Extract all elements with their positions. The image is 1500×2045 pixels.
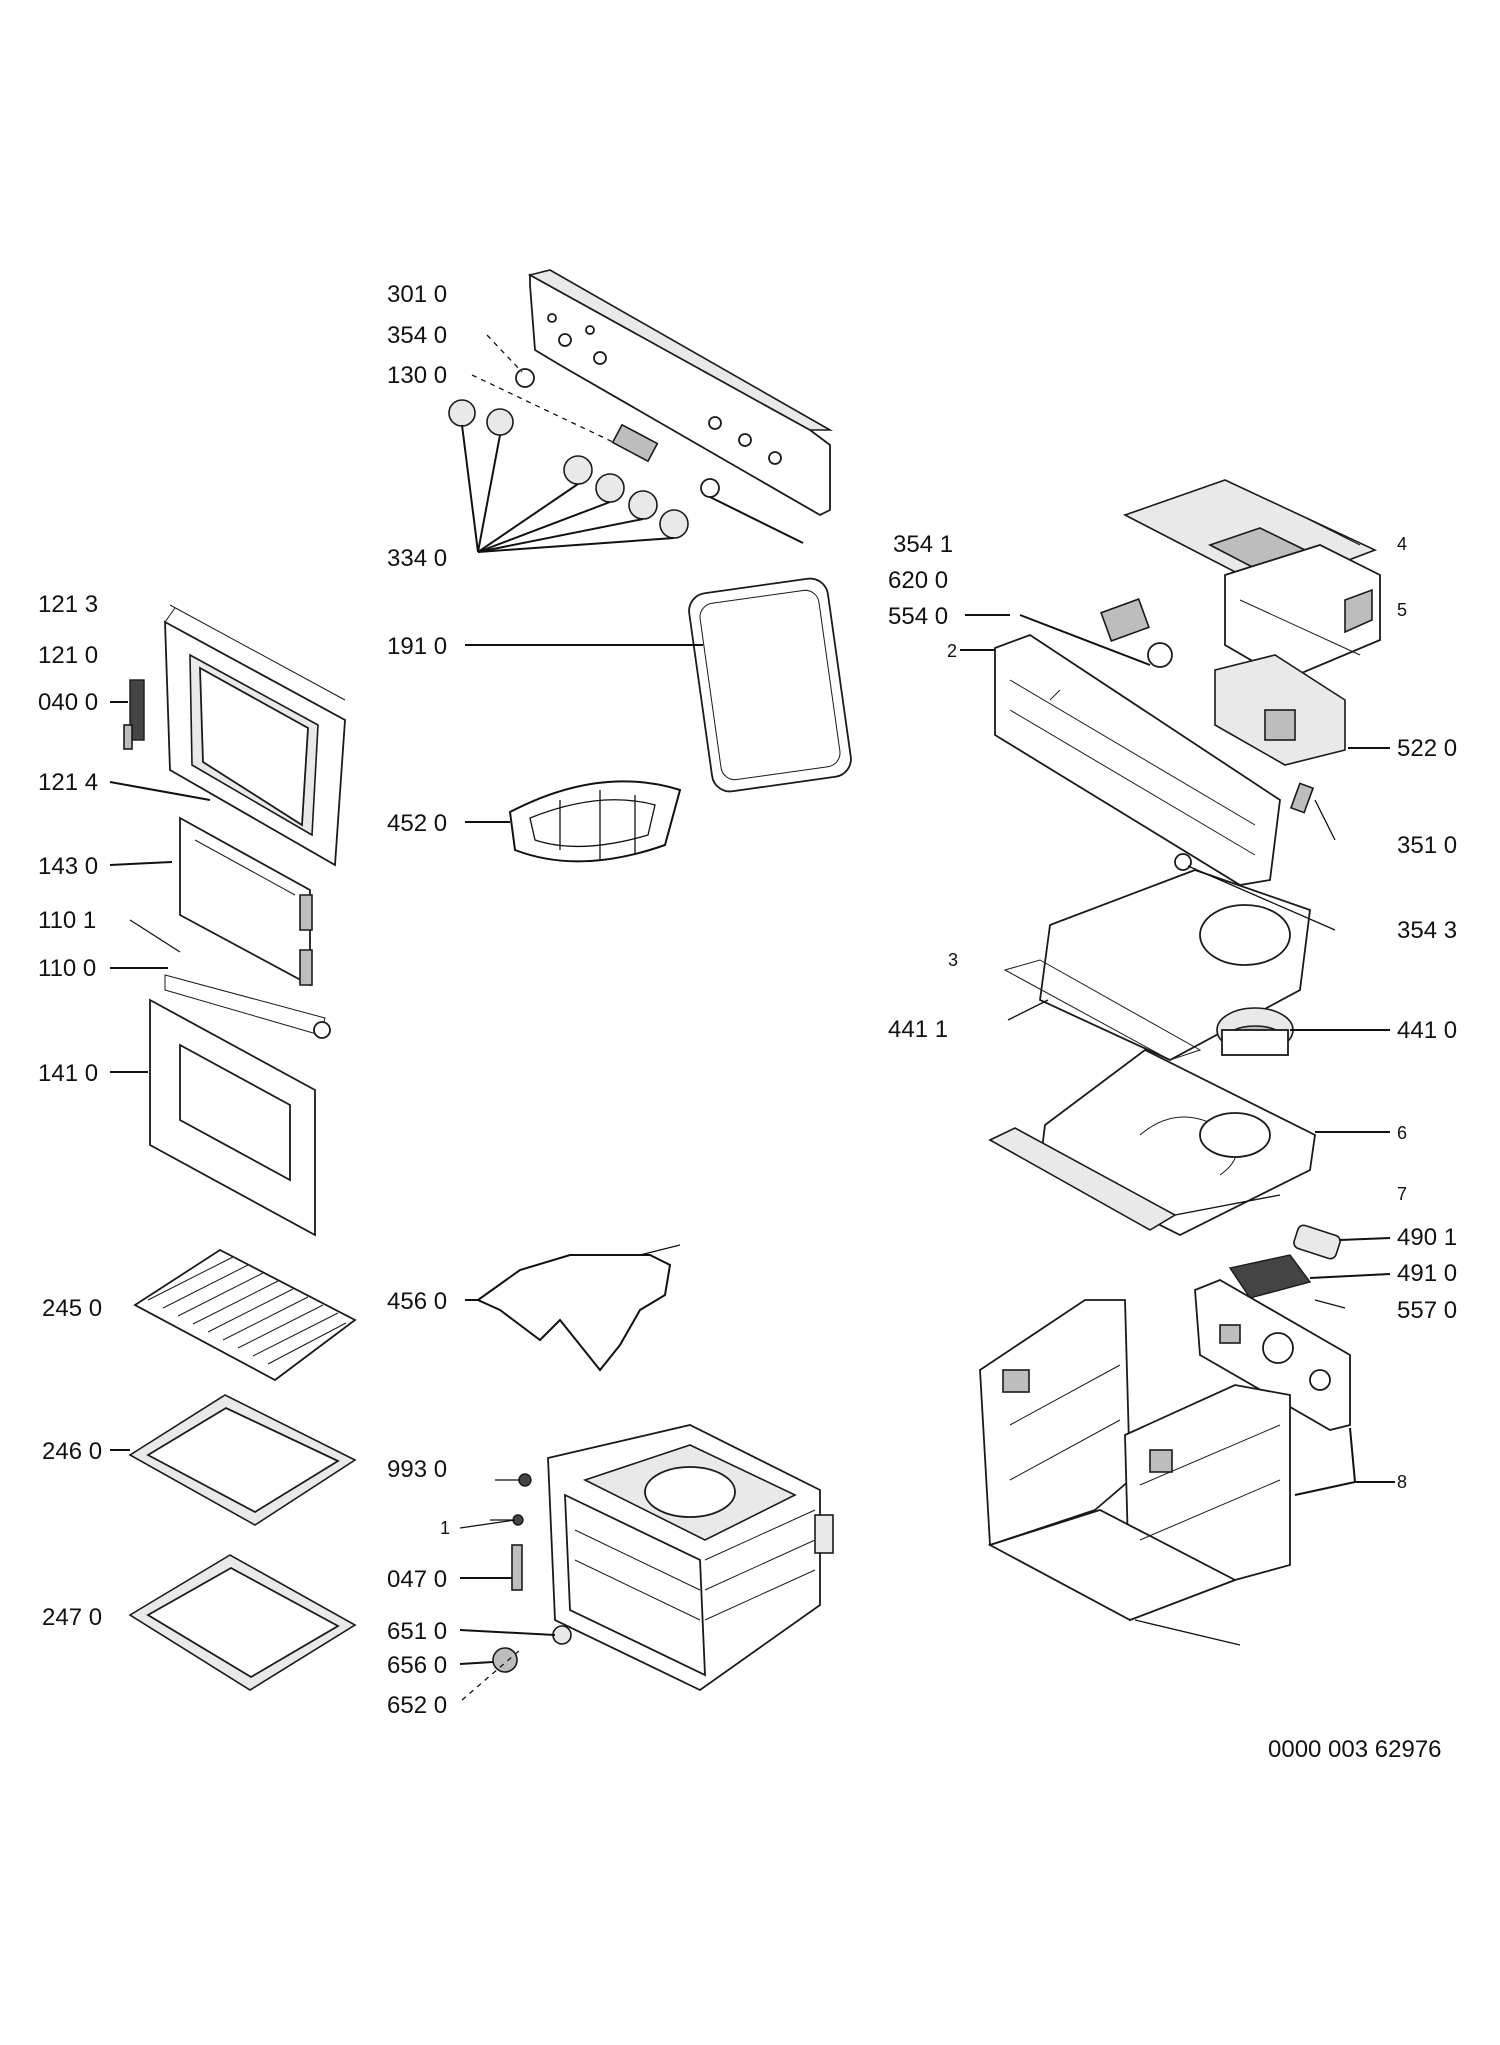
label-441-1: 441 1 bbox=[888, 1016, 948, 1043]
label-1: 1 bbox=[440, 1518, 450, 1538]
leader-lines bbox=[109, 334, 1395, 1701]
control-panel-icon bbox=[527, 269, 834, 517]
label-993-0: 993 0 bbox=[387, 1456, 447, 1483]
label-656-0: 656 0 bbox=[387, 1652, 447, 1679]
control-frame-icon bbox=[994, 633, 1281, 886]
label-8: 8 bbox=[1397, 1472, 1407, 1492]
lamp-holder-icon bbox=[511, 1544, 523, 1591]
label-121-3: 121 3 bbox=[38, 591, 98, 618]
label-110-0: 110 0 bbox=[38, 955, 96, 982]
wire-shelf-icon bbox=[133, 1248, 357, 1382]
label-354-0: 354 0 bbox=[387, 322, 447, 349]
label-4: 4 bbox=[1397, 534, 1407, 554]
label-6: 6 bbox=[1397, 1123, 1407, 1143]
insulation-icon bbox=[1003, 959, 1202, 1061]
label-491-0: 491 0 bbox=[1397, 1260, 1457, 1287]
label-334-0: 334 0 bbox=[387, 545, 447, 572]
label-047-0: 047 0 bbox=[387, 1566, 447, 1593]
label-130-0: 130 0 bbox=[387, 362, 447, 389]
timer-module-icon bbox=[1224, 544, 1381, 682]
label-652-0: 652 0 bbox=[387, 1692, 447, 1719]
label-143-0: 143 0 bbox=[38, 853, 98, 880]
hinge-icon bbox=[123, 679, 145, 750]
relay-module-icon bbox=[1214, 654, 1346, 766]
label-651-0: 651 0 bbox=[387, 1618, 447, 1645]
lower-element-icon bbox=[476, 1244, 681, 1372]
door-gasket-icon bbox=[688, 577, 852, 793]
part-labels: 301 0 354 0 130 0 334 0 354 1 620 0 554 … bbox=[38, 281, 1457, 1763]
label-354-1: 354 1 bbox=[893, 531, 953, 558]
label-490-1: 490 1 bbox=[1397, 1224, 1457, 1251]
switch-icon bbox=[1293, 1224, 1341, 1260]
selector-switch-icon bbox=[1100, 598, 1173, 668]
label-121-0: 121 0 bbox=[38, 642, 98, 669]
label-110-1: 110 1 bbox=[38, 907, 96, 934]
label-3: 3 bbox=[948, 950, 958, 970]
screw-icon bbox=[490, 1473, 532, 1526]
label-121-4: 121 4 bbox=[38, 769, 98, 796]
baking-tray-icon bbox=[128, 1394, 357, 1526]
door-glass-icon bbox=[179, 816, 313, 987]
label-554-0: 554 0 bbox=[888, 603, 948, 630]
oven-cavity-icon bbox=[547, 1424, 834, 1692]
plug-icon bbox=[1289, 782, 1315, 814]
label-456-0: 456 0 bbox=[387, 1288, 447, 1315]
label-040-0: 040 0 bbox=[38, 689, 98, 716]
small-knob-icon bbox=[515, 368, 720, 498]
label-247-0: 247 0 bbox=[42, 1604, 102, 1631]
inner-glass-icon bbox=[149, 998, 316, 1237]
label-7: 7 bbox=[1397, 1184, 1407, 1204]
terminal-block-icon bbox=[1228, 1254, 1312, 1299]
label-522-0: 522 0 bbox=[1397, 735, 1457, 762]
label-620-0: 620 0 bbox=[888, 567, 948, 594]
label-351-0: 351 0 bbox=[1397, 832, 1457, 859]
label-354-3: 354 3 bbox=[1397, 917, 1457, 944]
label-141-0: 141 0 bbox=[38, 1060, 98, 1087]
label-191-0: 191 0 bbox=[387, 633, 447, 660]
rear-wall-icon bbox=[1039, 1048, 1316, 1237]
label-452-0: 452 0 bbox=[387, 810, 447, 837]
switch-block-icon bbox=[611, 423, 659, 463]
label-301-0: 301 0 bbox=[387, 281, 447, 308]
label-557-0: 557 0 bbox=[1397, 1297, 1457, 1324]
grill-element-icon bbox=[508, 780, 682, 863]
label-246-0: 246 0 bbox=[42, 1438, 102, 1465]
oven-door-icon bbox=[164, 604, 346, 867]
diagram-code: 0000 003 62976 bbox=[1268, 1736, 1442, 1763]
label-2: 2 bbox=[947, 641, 957, 661]
deep-tray-icon bbox=[128, 1554, 357, 1691]
label-5: 5 bbox=[1397, 600, 1407, 620]
label-441-0: 441 0 bbox=[1397, 1017, 1457, 1044]
housing-frame-icon bbox=[979, 1299, 1291, 1646]
fan-motor-icon bbox=[1216, 1007, 1294, 1056]
label-245-0: 245 0 bbox=[42, 1295, 102, 1322]
back-panel-icon bbox=[1194, 1279, 1351, 1431]
door-seal-icon bbox=[164, 974, 331, 1039]
